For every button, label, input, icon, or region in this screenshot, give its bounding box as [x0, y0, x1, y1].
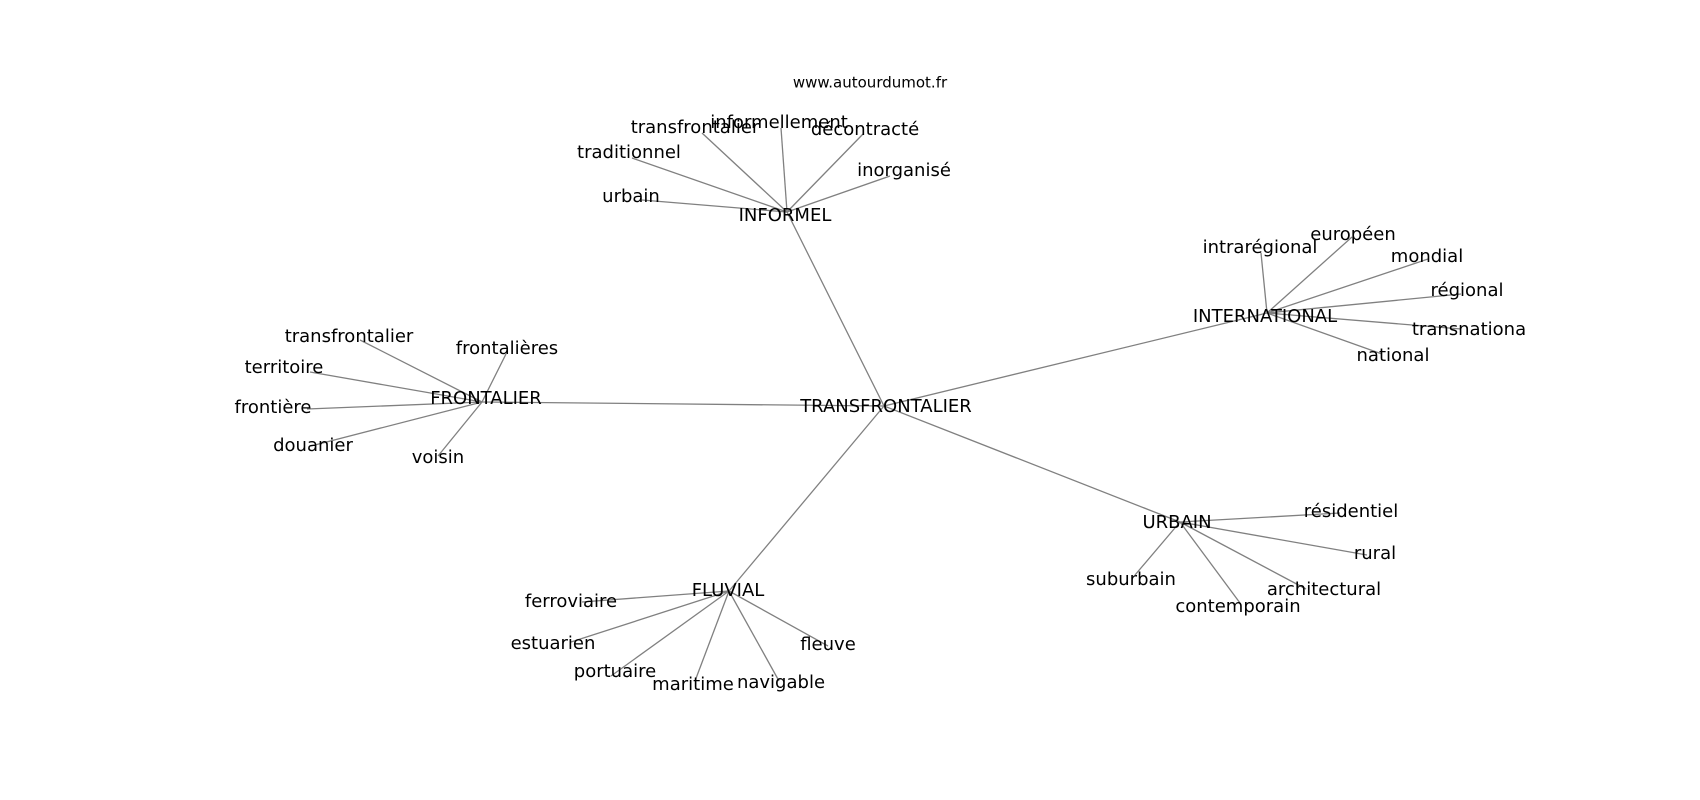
edge-international-5: [1266, 312, 1383, 355]
edge-frontalier-3: [306, 401, 483, 410]
edge-informel-3: [631, 157, 788, 213]
group-node-urbain[interactable]: URBAIN: [1142, 512, 1211, 533]
word-node-informel-2[interactable]: décontracté: [811, 119, 919, 140]
edge-urbain-3: [1179, 521, 1307, 590]
word-node-fluvial-3[interactable]: maritime: [652, 674, 734, 695]
word-node-frontalier-0[interactable]: transfrontalier: [285, 326, 414, 347]
word-node-fluvial-1[interactable]: estuarien: [511, 633, 596, 654]
edge-international-3: [1266, 293, 1462, 314]
word-node-fluvial-4[interactable]: navigable: [737, 672, 825, 693]
word-node-urbain-2[interactable]: suburbain: [1086, 569, 1176, 590]
edge-urbain-0: [1179, 512, 1341, 523]
edge-frontalier-0: [359, 339, 483, 403]
word-node-frontalier-2[interactable]: territoire: [245, 357, 324, 378]
word-node-frontalier-1[interactable]: frontalières: [456, 338, 558, 359]
graph-labels: TRANSFRONTALIERINFORMELtransfrontalierin…: [235, 112, 1527, 695]
word-node-international-2[interactable]: mondial: [1391, 246, 1463, 267]
edge-international-0: [1260, 252, 1268, 314]
edge-informel-2: [786, 133, 864, 213]
word-node-urbain-3[interactable]: architectural: [1267, 579, 1381, 600]
word-node-informel-0[interactable]: transfrontalier: [631, 117, 760, 138]
edge-center-fluvial: [728, 405, 885, 592]
edge-fluvial-2: [610, 590, 730, 677]
graph-edges: [306, 127, 1462, 682]
word-node-fluvial-0[interactable]: ferroviaire: [525, 591, 617, 612]
edge-fluvial-5: [728, 590, 829, 647]
word-node-informel-4[interactable]: inorganisé: [857, 160, 951, 181]
word-node-frontalier-3[interactable]: frontière: [235, 397, 312, 418]
edge-fluvial-1: [570, 590, 730, 643]
word-node-informel-3[interactable]: traditionnel: [577, 142, 681, 163]
edge-frontalier-5: [437, 401, 483, 457]
edge-frontalier-2: [309, 371, 483, 403]
edge-fluvial-3: [694, 590, 730, 682]
word-node-international-5[interactable]: national: [1357, 345, 1430, 366]
edge-informel-0: [701, 132, 788, 213]
group-node-informel[interactable]: INFORMEL: [739, 205, 832, 226]
edge-center-urbain: [883, 405, 1181, 523]
edge-urbain-4: [1179, 521, 1241, 604]
edge-fluvial-0: [581, 590, 730, 603]
edge-informel-1: [780, 127, 788, 213]
group-node-international[interactable]: INTERNATIONAL: [1193, 306, 1337, 327]
watermark-text: www.autourdumot.fr: [793, 74, 948, 92]
group-node-frontalier[interactable]: FRONTALIER: [430, 388, 542, 409]
edge-informel-4: [786, 175, 891, 213]
edge-urbain-2: [1134, 521, 1181, 576]
edge-fluvial-4: [728, 590, 780, 682]
word-node-frontalier-5[interactable]: voisin: [412, 447, 464, 468]
edge-center-informel: [786, 211, 885, 407]
group-node-fluvial[interactable]: FLUVIAL: [692, 580, 765, 601]
word-node-urbain-0[interactable]: résidentiel: [1304, 501, 1399, 522]
edge-international-4: [1266, 312, 1462, 330]
word-node-international-0[interactable]: intrarégional: [1203, 237, 1318, 258]
word-node-international-3[interactable]: régional: [1431, 280, 1504, 301]
word-node-informel-1[interactable]: informellement: [710, 112, 848, 133]
word-node-urbain-4[interactable]: contemporain: [1175, 596, 1300, 617]
word-node-frontalier-4[interactable]: douanier: [273, 435, 353, 456]
edge-international-1: [1266, 236, 1353, 314]
edge-informel-5: [641, 199, 788, 213]
word-node-international-1[interactable]: européen: [1310, 224, 1395, 245]
edge-frontalier-1: [481, 353, 507, 403]
edge-center-international: [883, 312, 1268, 407]
center-node-label[interactable]: TRANSFRONTALIER: [799, 396, 972, 417]
word-node-urbain-1[interactable]: rural: [1354, 543, 1396, 564]
edge-frontalier-4: [310, 401, 483, 447]
word-node-fluvial-5[interactable]: fleuve: [800, 634, 856, 655]
edge-center-frontalier: [481, 401, 885, 407]
word-node-international-4[interactable]: transnationa: [1412, 319, 1526, 340]
word-node-informel-5[interactable]: urbain: [602, 186, 660, 207]
edge-international-2: [1266, 258, 1429, 314]
word-node-fluvial-2[interactable]: portuaire: [574, 661, 656, 682]
edge-urbain-1: [1179, 521, 1368, 556]
